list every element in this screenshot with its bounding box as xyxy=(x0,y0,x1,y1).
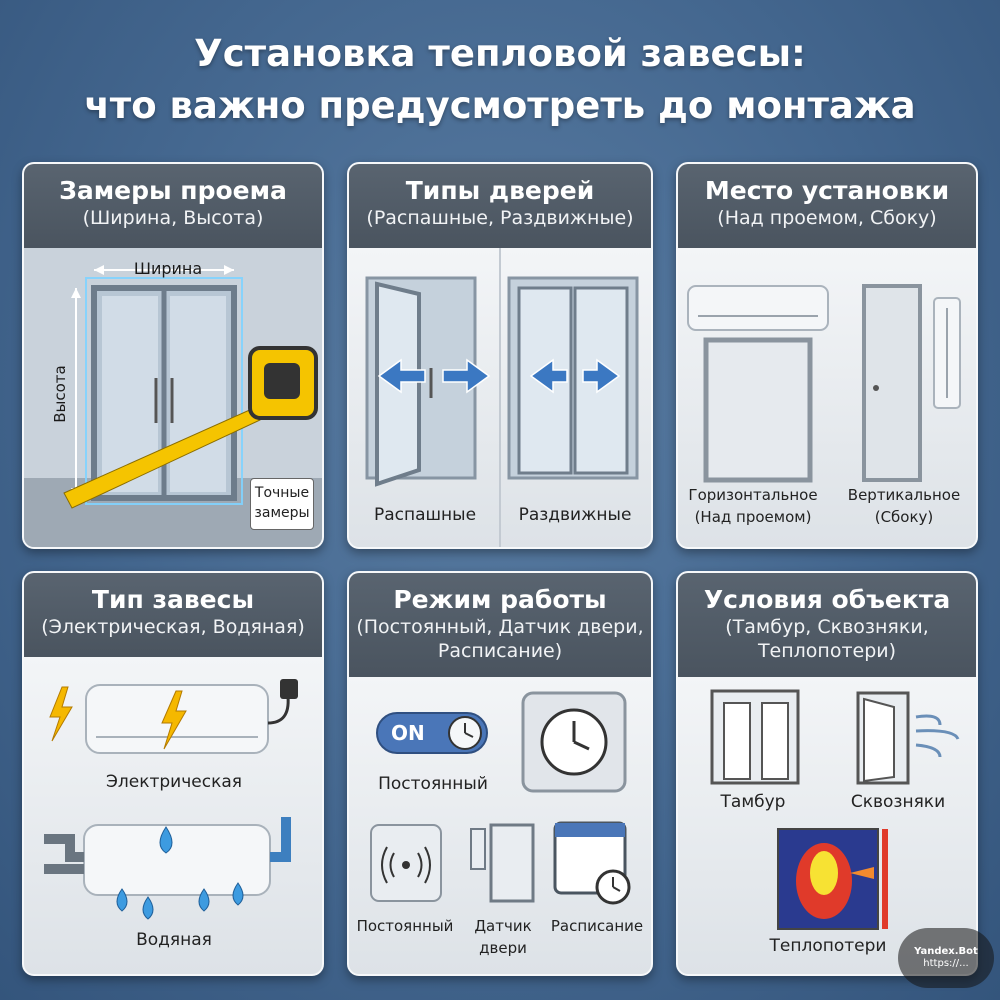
lightning-icon xyxy=(49,686,187,750)
card-title: Замеры проема xyxy=(59,176,287,205)
card-title: Условия объекта xyxy=(703,585,951,614)
card-subtitle-line-1: (Тамбур, Сквозняки, xyxy=(725,616,929,638)
door-illustrations xyxy=(365,248,639,547)
card-title: Режим работы xyxy=(393,585,607,614)
door-sensor-icon xyxy=(470,828,486,870)
watermark-badge: Yandex.Bot https://... xyxy=(898,928,994,988)
card-title: Место установки xyxy=(704,176,950,205)
card-measurements: Замеры проема (Ширина, Высота) Ширина Вы… xyxy=(22,162,324,549)
watermark-name: Yandex.Bot xyxy=(914,946,978,957)
card-subtitle: (Электрическая, Водяная) xyxy=(41,616,305,638)
card-header: Замеры проема (Ширина, Высота) xyxy=(24,164,322,248)
card-header: Место установки (Над проемом, Сбоку) xyxy=(678,164,976,248)
water-label: Водяная xyxy=(136,930,212,950)
card-header: Типы дверей (Распашные, Раздвижные) xyxy=(349,164,651,248)
horizontal-curtain-icon xyxy=(687,285,829,331)
card-subtitle-line-2: Расписание) xyxy=(437,640,563,662)
title-line-2: что важно предусмотреть до монтажа xyxy=(84,84,916,127)
conditions-icons xyxy=(710,689,960,930)
callout-text: Точные замеры xyxy=(254,485,310,521)
sliding-arrow-icon xyxy=(529,358,621,394)
measurement-illustration: Ширина Высота Точные замеры xyxy=(24,248,322,547)
constant-label-2: Постоянный xyxy=(356,917,454,935)
vertical-line-2: (Сбоку) xyxy=(874,508,934,526)
horizontal-label: Горизонтальное (Над проемом) xyxy=(678,484,828,528)
plug-icon xyxy=(280,679,298,699)
vertical-line-1: Вертикальное xyxy=(847,486,961,504)
title-line-1: Установка тепловой завесы: xyxy=(194,32,806,75)
card-door-types: Типы дверей (Распашные, Раздвижные) Расп… xyxy=(347,162,653,549)
card-header: Условия объекта (Тамбур, Сквозняки, Тепл… xyxy=(678,573,976,677)
drafts-label: Сквозняки xyxy=(850,792,946,812)
swing-door-label: Распашные xyxy=(373,505,477,525)
heat-loss-label: Теплопотери xyxy=(769,936,887,956)
on-switch-text: ON xyxy=(391,721,425,745)
mode-icons xyxy=(370,691,631,905)
water-drop-icon xyxy=(116,826,244,920)
horizontal-line-2: (Над проемом) xyxy=(694,508,812,526)
door-sensor-line-1: Датчик xyxy=(474,917,532,935)
card-site-conditions: Условия объекта (Тамбур, Сквозняки, Тепл… xyxy=(676,571,978,976)
door-sensor-line-2: двери xyxy=(479,939,527,957)
vestibule-label: Тамбур xyxy=(720,792,786,812)
card-subtitle: (Ширина, Высота) xyxy=(82,207,264,229)
watermark-url: https://... xyxy=(923,958,969,969)
door-sensor-label: Датчик двери xyxy=(463,915,543,959)
vertical-label: Вертикальное (Сбоку) xyxy=(836,484,972,528)
card-placement: Место установки (Над проемом, Сбоку) Гор… xyxy=(676,162,978,549)
placement-illustration: Горизонтальное (Над проемом) Вертикально… xyxy=(678,248,976,547)
wind-icon xyxy=(915,714,960,758)
conditions-illustration: Тамбур Сквозняки Теплопотери xyxy=(678,677,976,974)
door-types-illustration: Распашные Раздвижные xyxy=(349,248,651,547)
placement-scene xyxy=(687,284,961,483)
schedule-label: Расписание xyxy=(550,917,644,935)
card-subtitle-line-1: (Постоянный, Датчик двери, xyxy=(356,616,644,638)
curtain-type-illustration: Электрическая Водяная xyxy=(24,657,322,974)
card-header: Режим работы (Постоянный, Датчик двери, … xyxy=(349,573,651,677)
sliding-door-label: Раздвижные xyxy=(518,505,632,525)
horizontal-line-1: Горизонтальное xyxy=(688,486,818,504)
card-operating-mode: Режим работы (Постоянный, Датчик двери, … xyxy=(347,571,653,976)
card-subtitle: (Распашные, Раздвижные) xyxy=(366,207,634,229)
mode-illustration: ON Постоянный Постоянный Датчик двери Ра… xyxy=(349,677,651,974)
card-curtain-type: Тип завесы (Электрическая, Водяная) xyxy=(22,571,324,976)
constant-label: Постоянный xyxy=(378,774,488,794)
card-subtitle-line-2: Теплопотери) xyxy=(757,640,897,662)
height-label: Высота xyxy=(51,365,69,423)
callout-box: Точные замеры xyxy=(250,478,314,530)
electric-label: Электрическая xyxy=(106,772,242,792)
swing-arrow-icon xyxy=(377,358,491,394)
card-title: Типы дверей xyxy=(405,176,595,205)
card-title: Тип завесы xyxy=(91,585,255,614)
card-subtitle: (Над проемом, Сбоку) xyxy=(717,207,937,229)
curtain-type-icons xyxy=(44,679,298,920)
card-header: Тип завесы (Электрическая, Водяная) xyxy=(24,573,322,657)
page-title: Установка тепловой завесы: что важно пре… xyxy=(0,28,1000,132)
width-label: Ширина xyxy=(133,259,203,278)
